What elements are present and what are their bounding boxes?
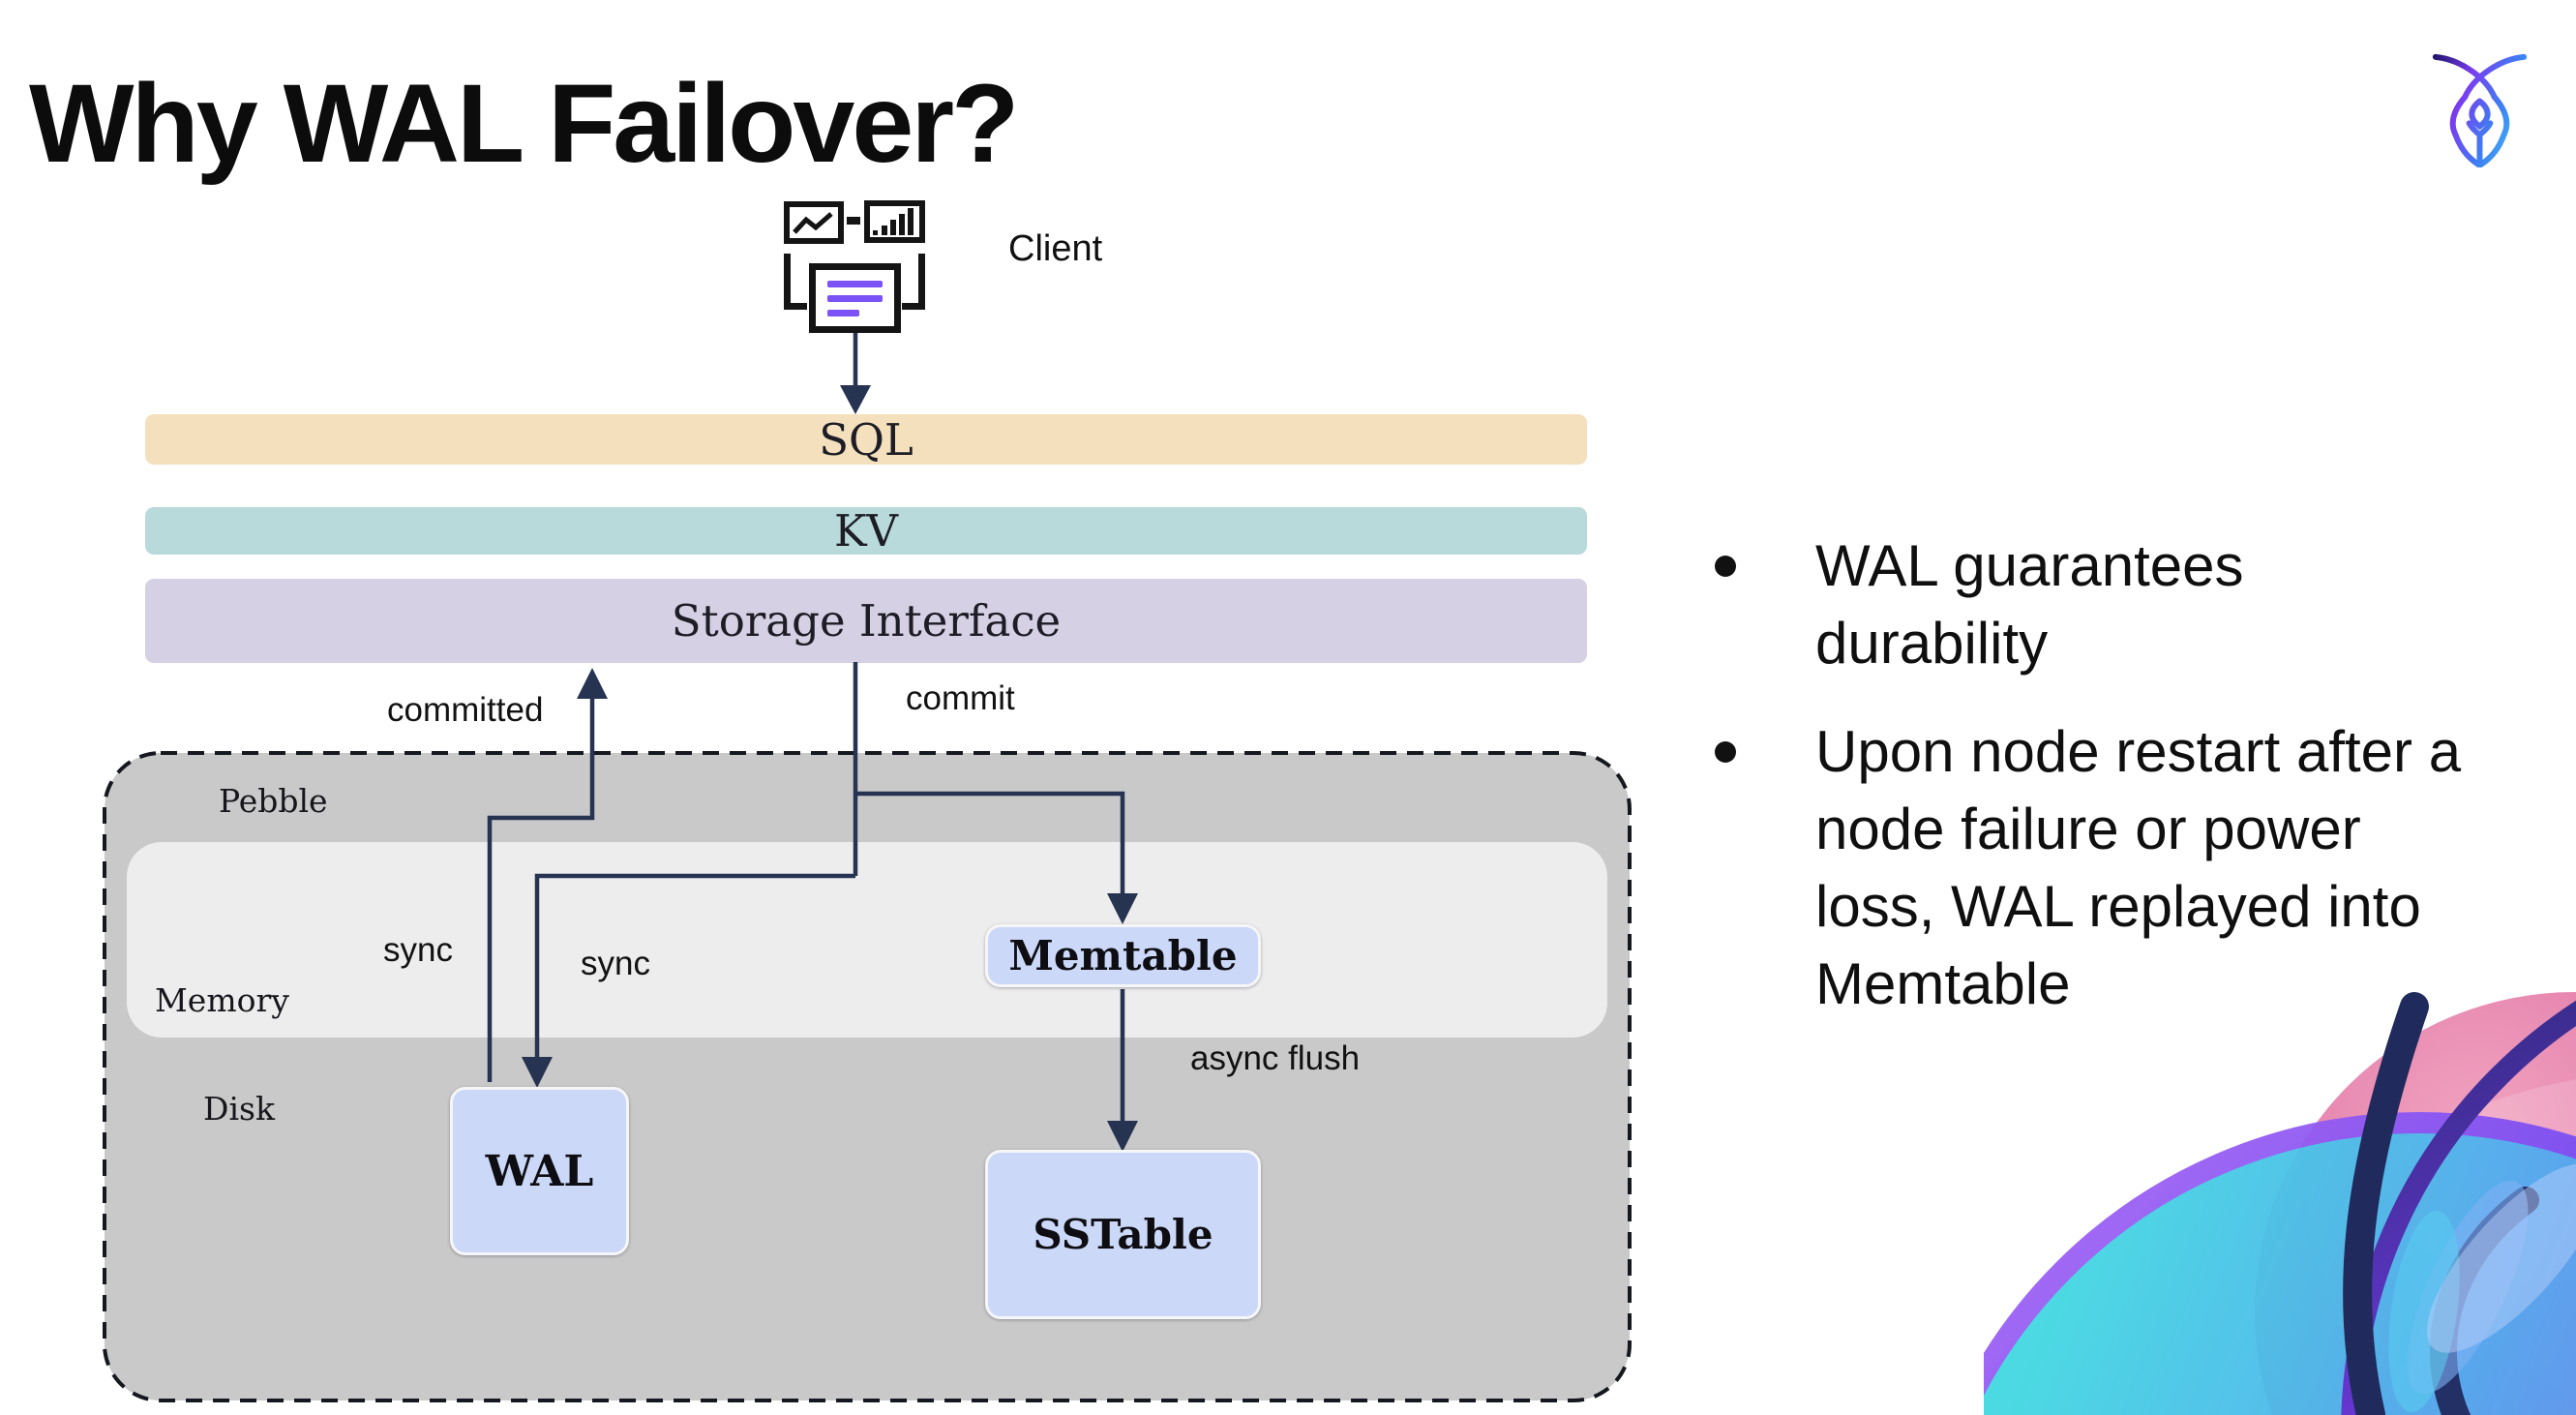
sstable-box: SSTable	[985, 1150, 1261, 1319]
wal-box: WAL	[450, 1087, 629, 1255]
storage-interface-label: Storage Interface	[671, 595, 1062, 647]
commit-label: commit	[906, 679, 1015, 717]
right-bracket-icon	[902, 254, 925, 310]
dash-connector-icon	[847, 217, 860, 225]
line-chart-icon	[784, 201, 844, 244]
sql-layer-bar: SQL	[145, 413, 1587, 466]
async-flush-label: async flush	[1190, 1039, 1361, 1077]
kv-layer-bar: KV	[145, 505, 1587, 557]
memory-band	[127, 842, 1607, 1038]
disk-label: Disk	[203, 1090, 275, 1128]
memtable-box: Memtable	[985, 924, 1261, 987]
brand-artwork-decoration	[1984, 992, 2576, 1415]
document-icon	[809, 263, 901, 333]
pebble-label: Pebble	[219, 782, 328, 820]
sync-left-label: sync	[383, 931, 453, 969]
notes-list: WAL guarantees durability Upon node rest…	[1701, 527, 2576, 1023]
page-title: Why WAL Failover?	[29, 62, 1019, 186]
kv-layer-label: KV	[833, 505, 899, 557]
wal-label: WAL	[485, 1146, 594, 1196]
committed-label: committed	[387, 691, 544, 729]
sstable-label: SSTable	[1033, 1211, 1213, 1258]
memtable-label: Memtable	[1008, 932, 1238, 979]
left-bracket-icon	[784, 254, 807, 310]
cockroachdb-logo-icon	[2432, 53, 2528, 167]
bar-chart-icon	[864, 200, 925, 243]
note-item-durability: WAL guarantees durability	[1701, 527, 2475, 682]
note-item-replay: Upon node restart after a node failure o…	[1701, 713, 2475, 1023]
sql-layer-label: SQL	[819, 413, 914, 466]
sync-right-label: sync	[581, 945, 650, 982]
memory-label: Memory	[155, 981, 289, 1019]
client-label: Client	[1008, 228, 1103, 269]
storage-interface-bar: Storage Interface	[145, 579, 1587, 663]
